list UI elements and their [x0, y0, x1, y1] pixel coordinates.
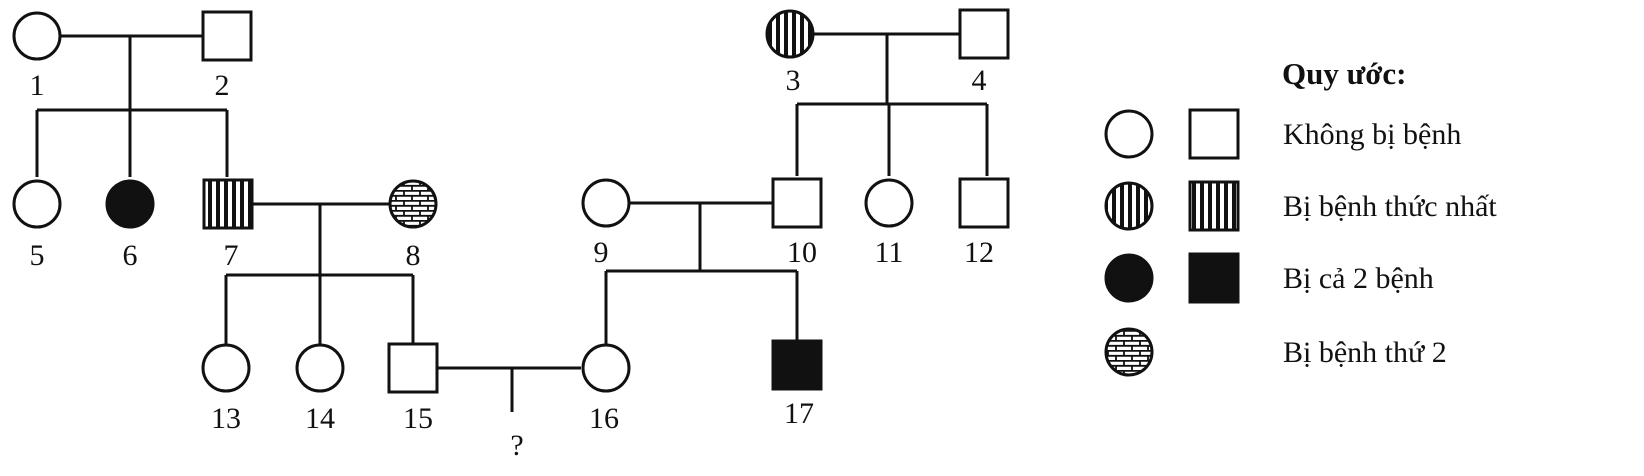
individual-9-circle [581, 178, 631, 228]
individual-13-label: 13 [211, 402, 241, 435]
individual-5-label: 5 [30, 239, 45, 272]
individual-1-circle [12, 11, 62, 61]
individual-12-label: 12 [964, 236, 994, 269]
legend-label-1: Bị bệnh thức nhất [1283, 190, 1497, 223]
legend: Quy ước: Không bị bệnh Bị bệnh thức nhấtBị… [1104, 56, 1497, 377]
individual-17-square [771, 339, 823, 391]
legend-symbol-circle-1 [1104, 181, 1154, 231]
individual-15-square [387, 342, 439, 394]
individual-5-circle [12, 179, 62, 229]
individual-4-label: 4 [972, 64, 987, 97]
individual-7-square [202, 178, 254, 230]
legend-title: Quy ước: [1282, 56, 1406, 91]
individual-13-circle [201, 343, 251, 393]
legend-symbol-square-2 [1188, 252, 1240, 304]
individual-14-circle [295, 343, 345, 393]
individual-11-label: 11 [875, 236, 904, 269]
individual-15-label: 15 [403, 402, 433, 435]
individual-16-label: 16 [589, 402, 619, 435]
individual-11-circle [864, 178, 914, 228]
individual-17-label: 17 [784, 397, 814, 430]
unknown-child-label: ? [510, 429, 523, 462]
individual-7-label: 7 [224, 239, 239, 272]
individual-1-label: 1 [30, 69, 45, 102]
legend-symbol-square-0 [1188, 108, 1240, 160]
individual-9-label: 9 [594, 236, 609, 269]
individual-16-circle [581, 343, 631, 393]
individual-8-circle [388, 179, 438, 229]
legend-symbol-circle-0 [1104, 109, 1154, 159]
individual-8-label: 8 [406, 239, 421, 272]
individual-14-label: 14 [305, 402, 335, 435]
legend-symbol-circle-2 [1104, 253, 1154, 303]
legend-label-3: Bị bệnh thứ 2 [1283, 336, 1447, 369]
individual-6-label: 6 [123, 239, 138, 272]
individual-4-square [958, 8, 1010, 60]
individual-2-label: 2 [215, 69, 230, 102]
individual-3-circle [765, 9, 815, 59]
legend-label-0: Không bị bệnh [1283, 118, 1461, 151]
individual-6-circle [105, 179, 155, 229]
legend-symbol-circle-3 [1104, 327, 1154, 377]
individual-10-label: 10 [787, 236, 817, 269]
legend-label-2: Bị cả 2 bệnh [1283, 262, 1434, 295]
individual-12-square [958, 177, 1010, 229]
pedigree-lines [35, 32, 989, 412]
legend-symbol-square-1 [1188, 180, 1240, 232]
individual-2-square [201, 10, 253, 62]
individual-10-square [771, 177, 823, 229]
individual-3-label: 3 [786, 64, 801, 97]
